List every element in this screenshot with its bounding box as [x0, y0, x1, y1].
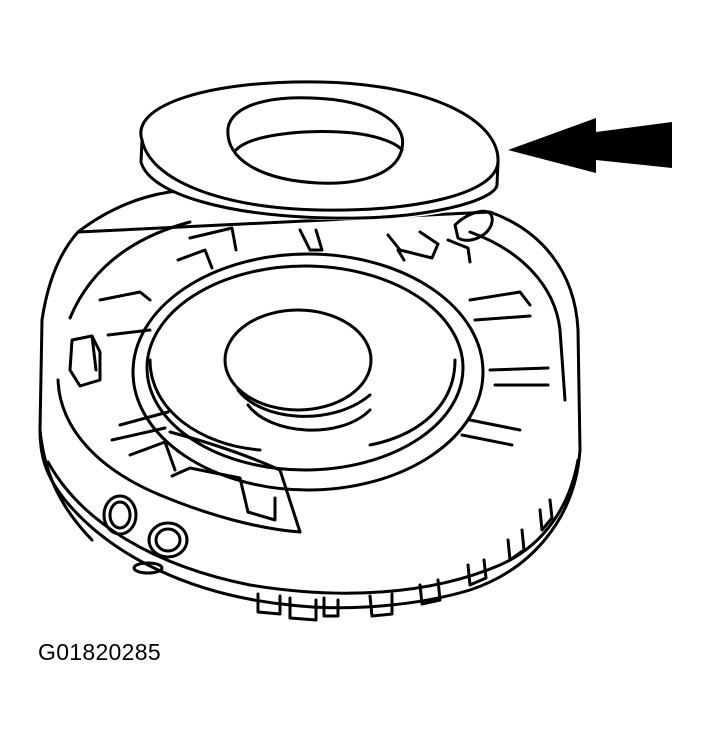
housing-inner-rim	[68, 220, 567, 402]
figure-code: G01820285	[38, 639, 161, 665]
clutch-housing	[38, 188, 582, 622]
callout-arrow	[508, 118, 672, 173]
port-hole-2	[147, 521, 189, 559]
hub-outer-ring	[131, 252, 485, 492]
hub-middle-ring	[145, 264, 465, 472]
spline-teeth	[256, 498, 554, 622]
hub-bore	[223, 308, 373, 412]
thrust-washer	[139, 80, 500, 221]
housing-lug	[453, 210, 494, 242]
port-hole-1	[102, 494, 138, 536]
washer-edge	[139, 138, 500, 220]
